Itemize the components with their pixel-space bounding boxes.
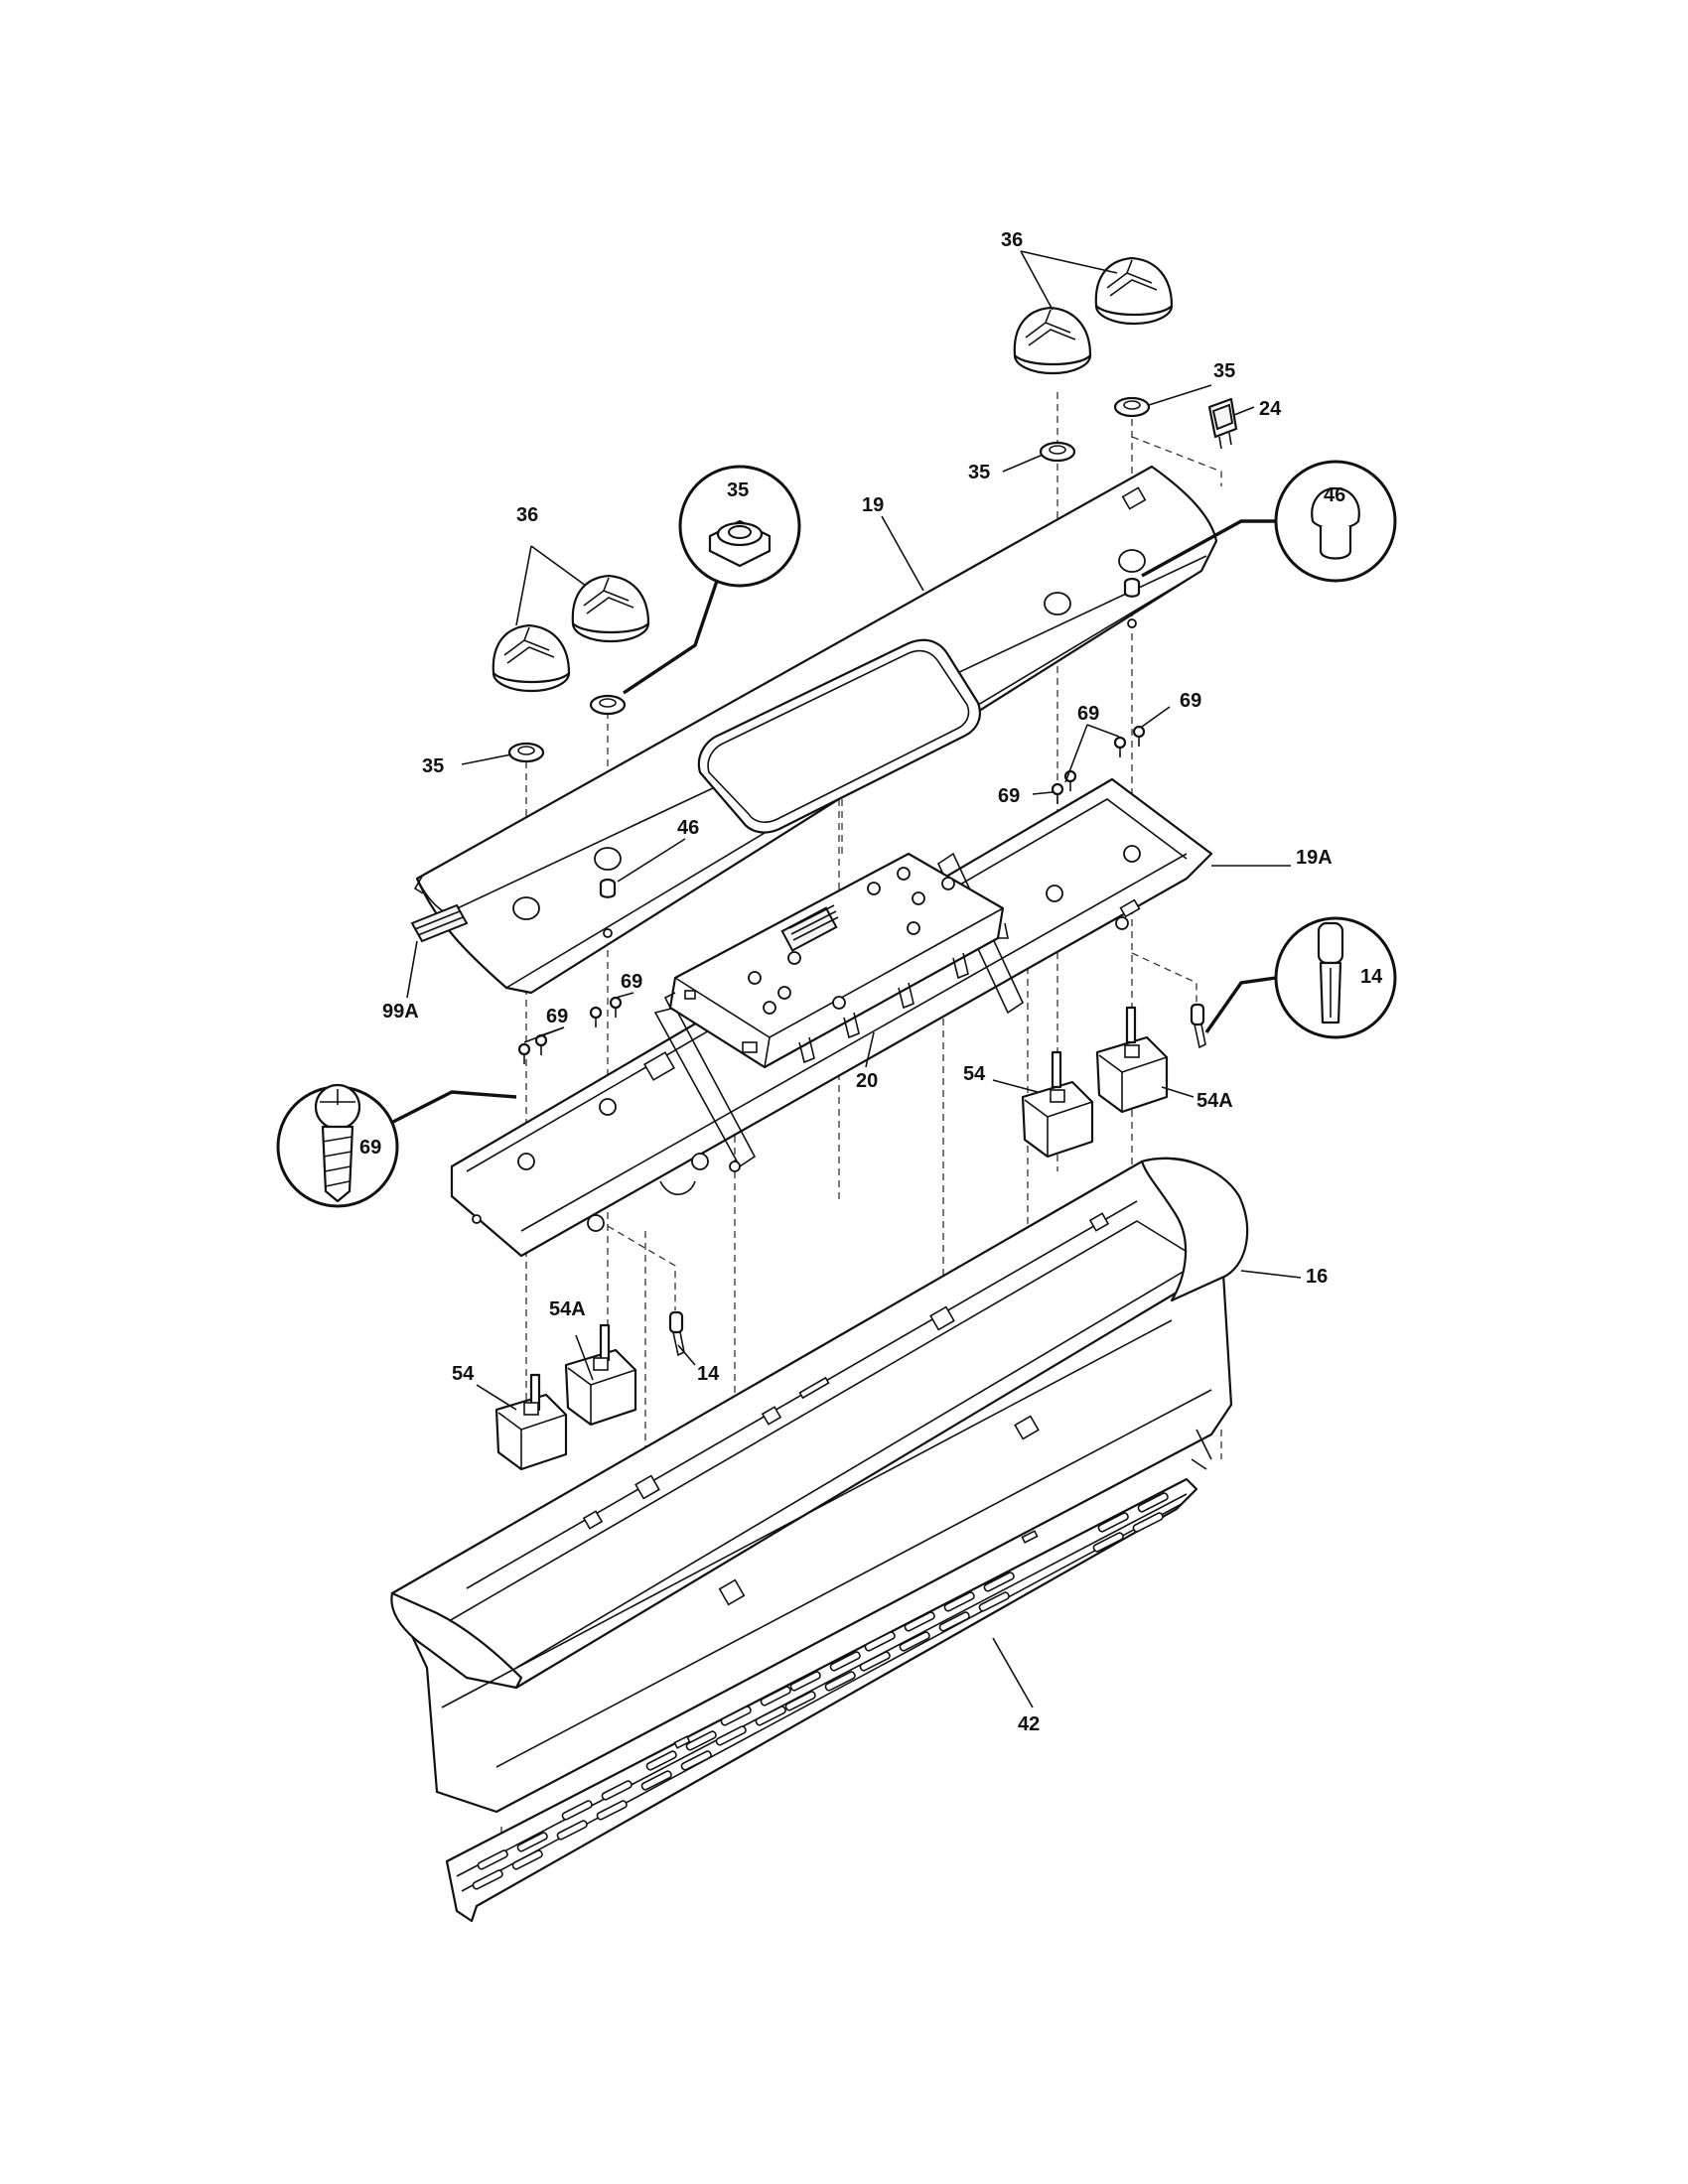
lower-trim-strip (445, 1429, 1212, 1923)
screw-8 (609, 996, 623, 1018)
screw-2 (1063, 769, 1077, 791)
knob-group-left (492, 574, 650, 693)
detail-bubble-lamp-cap (1141, 460, 1397, 583)
label-bubble-lamp: 14 (1360, 966, 1383, 988)
label-switch-right: 54 (963, 1063, 986, 1085)
detail-bubble-screw (276, 1083, 517, 1208)
trim-vent-slots (472, 1492, 1169, 1890)
leader-lines (406, 250, 1302, 1708)
signal-lamp-left (668, 1310, 685, 1357)
label-lamp: 14 (697, 1363, 720, 1385)
infinite-switch-right-a (1095, 1006, 1169, 1114)
electronic-control-board (663, 852, 1009, 1069)
detail-bubble-bezel (623, 465, 801, 695)
label-knob-left: 36 (516, 504, 538, 526)
label-trim: 42 (1018, 1713, 1040, 1735)
label-backguard: 16 (1306, 1266, 1328, 1288)
bezel-left-back (589, 694, 627, 716)
backguard-housing (390, 1157, 1249, 1814)
label-bubble-screw: 69 (359, 1137, 381, 1159)
label-screw-b: 69 (1077, 703, 1099, 725)
screw-6 (534, 1033, 548, 1055)
label-bracket: 19A (1296, 847, 1333, 869)
label-bezel-left-upper: 35 (422, 755, 444, 777)
screw-1 (1051, 782, 1064, 804)
knob-left-back (571, 574, 650, 643)
lamp-cap-left (599, 878, 617, 898)
bezel-right-front (1039, 441, 1076, 463)
signal-lamp-right (1190, 1003, 1206, 1049)
knob-bezels (507, 396, 1151, 763)
infinite-switch-left-a (564, 1323, 637, 1427)
label-knob-top: 36 (1001, 229, 1023, 251)
label-control: 20 (856, 1070, 878, 1092)
screws (517, 725, 1146, 1064)
screw-3 (1113, 736, 1127, 757)
wire-harness (410, 903, 469, 943)
infinite-switches (494, 1006, 1169, 1471)
label-panel: 19 (862, 494, 884, 516)
infinite-switch-right (1021, 1050, 1094, 1159)
label-switch-right-a: 54A (1196, 1090, 1233, 1112)
label-switch: 24 (1259, 398, 1282, 420)
label-bezel-mid-right: 35 (968, 462, 990, 483)
detail-bubble-lamp (1204, 916, 1397, 1039)
display-digits (788, 904, 839, 941)
knob-right-front (1013, 306, 1092, 375)
label-screw-c: 69 (998, 785, 1020, 807)
screw-4 (1132, 725, 1146, 747)
knob-right-back (1094, 256, 1174, 326)
label-screw-e: 69 (621, 971, 642, 993)
label-screw-d: 69 (546, 1006, 568, 1027)
control-panel (413, 465, 1218, 995)
label-lamp-cap: 46 (677, 817, 699, 839)
callout-labels: 36 35 24 35 35 36 46 19 69 69 35 69 46 1… (359, 229, 1383, 1735)
bezel-right-back (1113, 396, 1151, 418)
rocker-switch (1207, 397, 1238, 450)
label-bubble-bezel: 35 (727, 479, 749, 501)
screw-7 (589, 1006, 603, 1027)
screw-5 (517, 1042, 531, 1064)
label-bubble-lamp-cap: 46 (1324, 484, 1345, 506)
label-screw-a: 69 (1180, 690, 1201, 712)
label-switch-left: 54 (452, 1363, 475, 1385)
knob-group-right (1013, 256, 1174, 375)
knob-left-front (492, 623, 571, 693)
signal-lamps (668, 1003, 1206, 1357)
lamp-caps (599, 577, 1141, 898)
label-harness: 99A (382, 1001, 419, 1023)
lamp-cap-right (1123, 577, 1141, 598)
bezel-left-front (507, 742, 545, 763)
label-switch-left-a: 54A (549, 1298, 586, 1320)
infinite-switch-left (494, 1373, 568, 1471)
label-bezel-top-right: 35 (1213, 360, 1235, 382)
